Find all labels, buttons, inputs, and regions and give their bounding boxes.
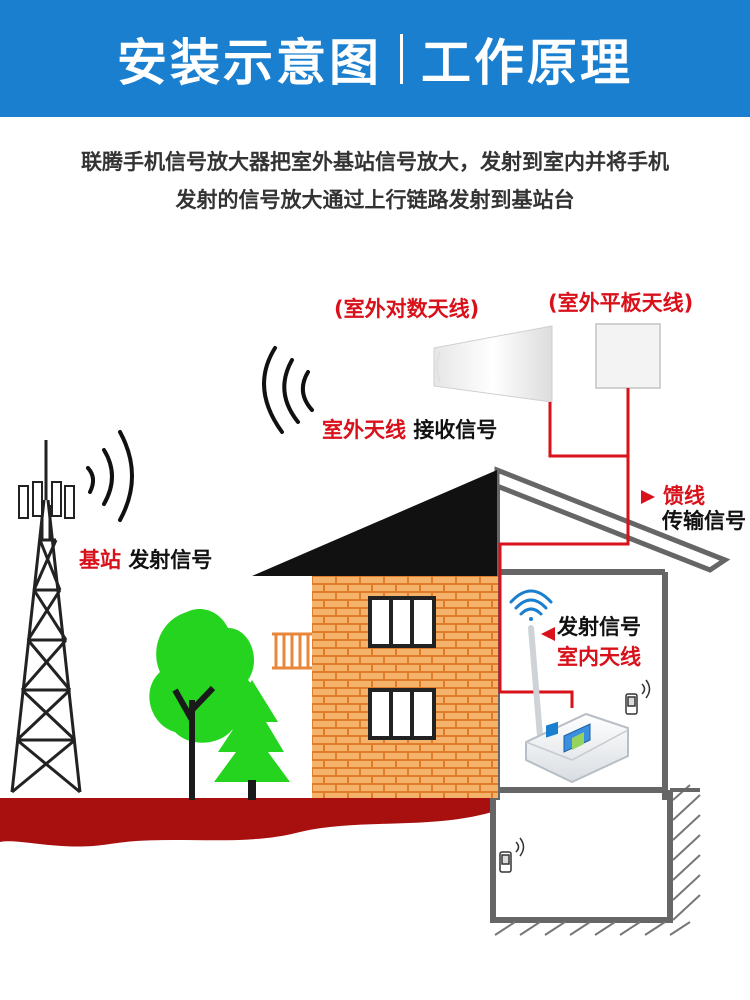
feeder-label: 馈线 — [663, 484, 705, 508]
indoor-transmit-label: 发射信号 — [557, 615, 641, 639]
basement — [490, 790, 673, 923]
base-station-label-dark: 发射信号 — [128, 548, 213, 572]
base-station-tower — [10, 440, 82, 794]
base-station-panels — [18, 481, 75, 519]
repeater-device — [525, 712, 629, 784]
panel-antenna-label: (室外平板天线) — [548, 291, 694, 315]
tree-left — [149, 609, 256, 800]
phone-icon-upper — [625, 679, 651, 715]
upper-window — [368, 596, 436, 648]
header-title-right: 工作原理 — [421, 33, 633, 92]
outdoor-signal-waves — [262, 346, 314, 434]
tree-right — [214, 680, 290, 800]
outdoor-antenna-label-red: 室外天线 — [322, 418, 406, 442]
phone-icon-lower — [499, 837, 525, 873]
base-station-label-red: 基站 — [79, 548, 121, 572]
log-antenna-label: (室外对数天线) — [334, 297, 480, 321]
lower-window — [368, 688, 436, 740]
base-station-label: 基站 发射信号 — [79, 548, 212, 572]
black-roof — [252, 470, 497, 576]
outdoor-antenna-label: 室外天线 接收信号 — [322, 418, 497, 442]
ground — [0, 798, 492, 847]
header-divider — [400, 33, 403, 84]
indoor-antenna-label: 室内天线 — [557, 645, 641, 669]
log-periodic-antenna — [433, 325, 553, 403]
header-title-left: 安装示意图 — [117, 33, 382, 92]
balcony — [272, 632, 312, 670]
panel-antenna — [595, 323, 661, 389]
tower-signal-waves — [86, 430, 134, 522]
indoor-arrow — [541, 627, 555, 641]
intro-text: 联腾手机信号放大器把室外基站信号放大，发射到室内并将手机 发射的信号放大通过上行… — [0, 143, 750, 219]
intro-line-1: 联腾手机信号放大器把室外基站信号放大，发射到室内并将手机 — [81, 150, 669, 174]
feeder-cable — [498, 388, 630, 708]
wifi-icon — [509, 589, 553, 621]
intro-line-2: 发射的信号放大通过上行链路发射到基站台 — [175, 188, 575, 212]
feeder-transmit-label: 传输信号 — [662, 509, 746, 533]
soil-hatching — [494, 784, 701, 936]
outdoor-antenna-label-dark: 接收信号 — [413, 418, 498, 442]
feeder-arrow — [641, 490, 655, 504]
page-header: 安装示意图 工作原理 — [0, 0, 750, 117]
indoor-antenna — [528, 625, 543, 739]
